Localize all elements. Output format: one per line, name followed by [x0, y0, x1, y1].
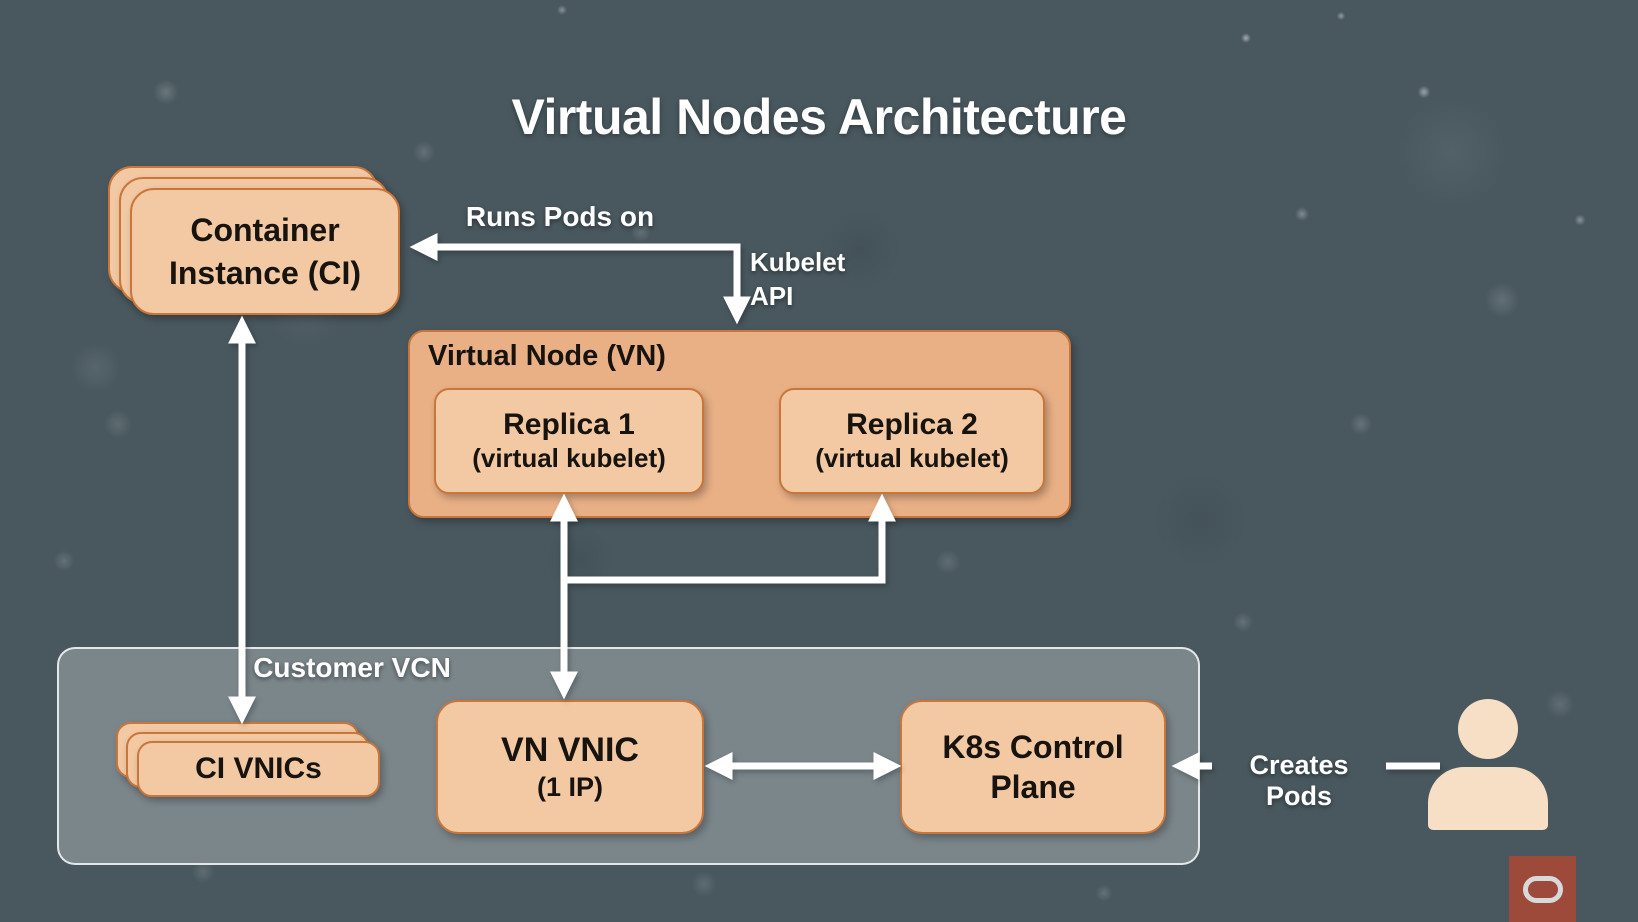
virtual-node-box: Virtual Node (VN) Replica 1 (virtual kub…	[408, 330, 1071, 518]
oracle-logo	[1509, 856, 1576, 922]
diagram-title: Virtual Nodes Architecture	[511, 89, 1127, 145]
virtual-node-label: Virtual Node (VN)	[428, 340, 666, 372]
replica-1-box: Replica 1 (virtual kubelet)	[434, 388, 704, 494]
ci-vnics-label: CI VNICs	[195, 752, 322, 785]
k8s-control-plane-box: K8s Control Plane	[900, 700, 1166, 834]
user-icon-body	[1428, 767, 1548, 830]
container-instance-stack: Container Instance (CI) Container Instan…	[108, 166, 400, 315]
user-icon-head	[1458, 699, 1518, 759]
replica-1-title: Replica 1	[503, 408, 635, 442]
vn-vnic-subtitle: (1 IP)	[536, 772, 603, 803]
runs-pods-on-label: Runs Pods on	[465, 201, 655, 232]
replica-2-subtitle: (virtual kubelet)	[815, 443, 1009, 474]
kubelet-api-label: Kubelet API	[750, 247, 846, 311]
container-instance-label: Container Instance (CI)	[168, 211, 362, 291]
ci-vnics-box: CI VNICs	[137, 741, 380, 797]
replica-2-box: Replica 2 (virtual kubelet)	[779, 388, 1045, 494]
container-instance-box: Container Instance (CI)	[130, 188, 400, 315]
replica-1-subtitle: (virtual kubelet)	[472, 443, 666, 474]
ci-vnics-stack: CI VNICs CI VNICs CI VNICs	[116, 722, 380, 797]
vn-vnic-box: VN VNIC (1 IP)	[436, 700, 704, 834]
creates-pods-label: Creates Pods	[1249, 750, 1349, 811]
customer-vcn-label: Customer VCN	[253, 652, 451, 683]
vn-vnic-title: VN VNIC	[501, 731, 639, 770]
arrow-runs-pods-kubelet-api	[409, 233, 751, 325]
k8s-control-plane-label: K8s Control Plane	[942, 729, 1124, 805]
user-icon	[1428, 699, 1548, 830]
replica-2-title: Replica 2	[846, 408, 978, 442]
oracle-logo-oval-icon	[1522, 875, 1563, 903]
